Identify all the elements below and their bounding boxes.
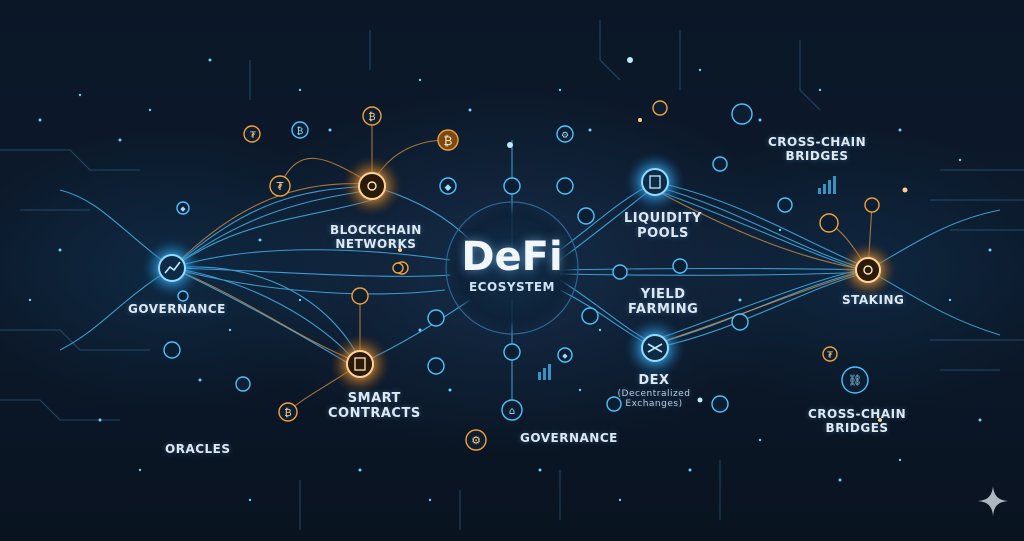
label-dex-line1: DEX — [614, 374, 694, 389]
label-dex-line2: (Decentralized — [614, 389, 694, 399]
label-dex: DEX (Decentralized Exchanges) — [614, 374, 694, 410]
label-liquidity-pools: LIQUIDITY POOLS — [624, 212, 702, 242]
ethereum-icon: ◆ — [445, 183, 452, 193]
label-yield-line2: FARMING — [628, 303, 698, 318]
bitcoin-icon: ₿ — [284, 407, 291, 419]
bitcoin-icon: ₿ — [297, 126, 304, 137]
label-oracles: ORACLES — [165, 443, 231, 457]
tether-icon: ₮ — [277, 180, 284, 193]
bitcoin-icon: ₿ — [444, 134, 453, 148]
sparkle-icon — [976, 484, 1010, 518]
ethereum-icon: ◆ — [562, 352, 568, 360]
label-blockchain-networks: BLOCKCHAIN NETWORKS — [330, 224, 422, 252]
center-subtitle: ECOSYSTEM — [452, 280, 572, 294]
label-cross-chain-top-line1: CROSS-CHAIN — [768, 136, 866, 150]
bank-icon: ⌂ — [509, 406, 515, 417]
label-dex-line3: Exchanges) — [614, 399, 694, 409]
hub-smart-contracts — [330, 334, 390, 394]
label-cross-chain-top: CROSS-CHAIN BRIDGES — [768, 136, 866, 164]
label-blockchain-line2: NETWORKS — [330, 238, 422, 252]
hub-dex — [625, 318, 685, 378]
hub-liquidity — [625, 152, 685, 212]
label-governance-left: GOVERNANCE — [128, 303, 226, 317]
label-blockchain-line1: BLOCKCHAIN — [330, 224, 422, 238]
label-smart-contracts-line1: SMART — [328, 392, 421, 407]
gear-icon: ⚙ — [561, 131, 569, 141]
tether-icon: ₮ — [827, 351, 833, 361]
hub-governance-left — [142, 238, 202, 298]
label-liquidity-line2: POOLS — [624, 227, 702, 242]
label-smart-contracts-line2: CONTRACTS — [328, 407, 421, 422]
center-title: DeFi — [452, 234, 572, 280]
ethereum-icon: ◆ — [180, 205, 186, 213]
label-yield-farming: YIELD FARMING — [628, 288, 698, 318]
label-cross-chain-bottom-line1: CROSS-CHAIN — [808, 408, 906, 422]
hub-blockchain — [342, 156, 402, 216]
bitcoin-icon: ₿ — [368, 111, 375, 123]
label-yield-line1: YIELD — [628, 288, 698, 303]
label-liquidity-line1: LIQUIDITY — [624, 212, 702, 227]
label-staking: STAKING — [842, 294, 904, 308]
gear-icon: ⚙ — [471, 434, 481, 447]
tether-icon: ₮ — [250, 131, 256, 141]
label-cross-chain-top-line2: BRIDGES — [768, 150, 866, 164]
label-smart-contracts: SMART CONTRACTS — [328, 392, 421, 422]
hub-staking — [840, 242, 896, 298]
label-governance-bottom: GOVERNANCE — [520, 432, 618, 446]
label-cross-chain-bottom-line2: BRIDGES — [808, 422, 906, 436]
link-icon: ⛓ — [848, 374, 862, 387]
label-cross-chain-bottom: CROSS-CHAIN BRIDGES — [808, 408, 906, 436]
